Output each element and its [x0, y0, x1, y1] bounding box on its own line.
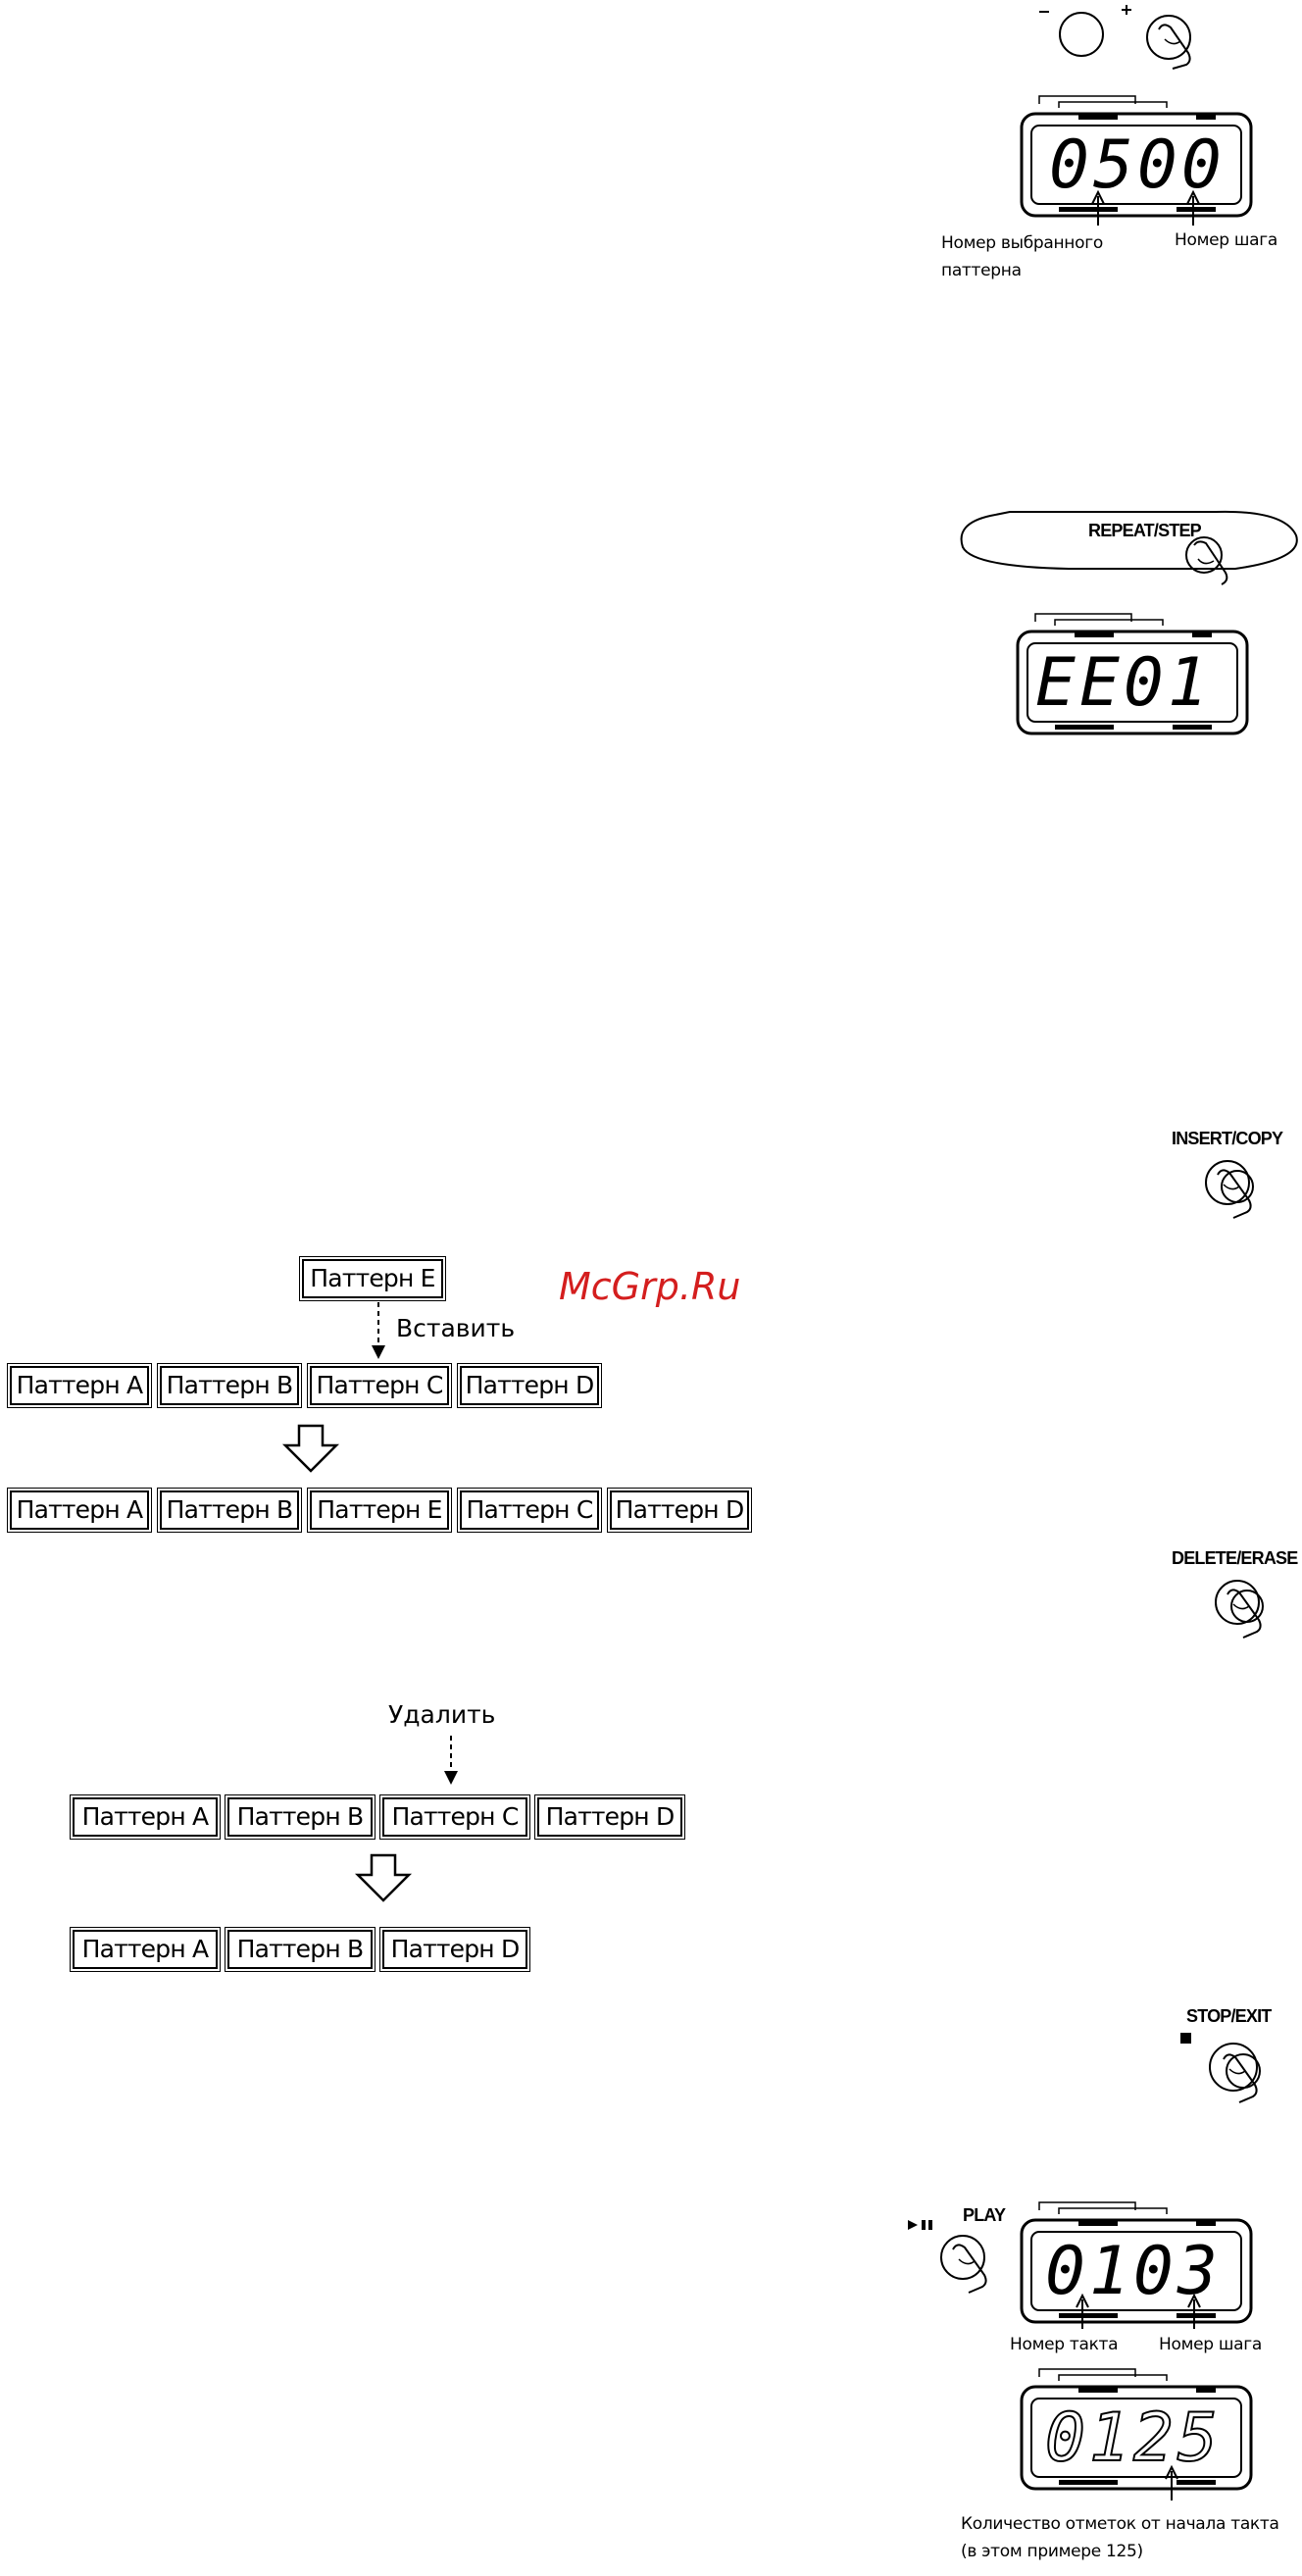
- pattern-box: Паттерн D: [379, 1927, 530, 1972]
- stop-exit-button[interactable]: [1194, 2028, 1302, 2116]
- insert-action-label: Вставить: [396, 1314, 516, 1342]
- pattern-box: Паттерн B: [225, 1794, 376, 1840]
- repeat-step-label: REPEAT/STEP: [1088, 521, 1202, 540]
- pattern-box: Паттерн B: [225, 1927, 376, 1972]
- lcd-display: [1020, 95, 1253, 218]
- play-pause-icon: [908, 2220, 932, 2230]
- repeat-step-button[interactable]: [951, 500, 1302, 588]
- pointer-arrows-icon: [1076, 2293, 1201, 2329]
- pattern-box-new: Паттерн E: [299, 1256, 446, 1301]
- pointer-arrow-icon: [1165, 2464, 1178, 2500]
- label-bar-number: Номер такта: [1010, 2335, 1119, 2354]
- insert-copy-button[interactable]: [1194, 1149, 1302, 1237]
- insert-arrow-icon: [372, 1302, 385, 1359]
- dial-minus-plus-icon[interactable]: [941, 0, 1255, 78]
- pattern-box: Паттерн A: [70, 1794, 221, 1840]
- label-step-number: Номер шага: [1175, 230, 1277, 250]
- pattern-box: Паттерн C: [307, 1363, 452, 1408]
- label-ticks-from-bar-start: Количество отметок от начала такта (в эт…: [961, 2514, 1279, 2561]
- lcd-digits: 0103: [1045, 2233, 1222, 2310]
- pattern-box: Паттерн C: [379, 1794, 530, 1840]
- lcd-digits: 0500: [1049, 126, 1226, 204]
- pattern-box: Паттерн D: [457, 1363, 602, 1408]
- pattern-box: Паттерн C: [457, 1488, 602, 1533]
- pattern-box: Паттерн A: [7, 1488, 152, 1533]
- delete-arrow-icon: [444, 1736, 458, 1785]
- stop-exit-label: STOP/EXIT: [1186, 2006, 1272, 2026]
- lcd-display: [1020, 2368, 1253, 2491]
- pattern-box: Паттерн B: [157, 1488, 302, 1533]
- pattern-box: Паттерн A: [7, 1363, 152, 1408]
- play-button[interactable]: [929, 2228, 1018, 2306]
- pattern-box: Паттерн E: [307, 1488, 452, 1533]
- pointer-arrows-icon: [1091, 189, 1200, 226]
- down-arrow-icon: [281, 1424, 340, 1473]
- pattern-box: Паттерн D: [607, 1488, 752, 1533]
- delete-action-label: Удалить: [388, 1700, 496, 1729]
- stop-square-icon: [1180, 2033, 1191, 2044]
- label-step-number: Номер шага: [1159, 2335, 1262, 2354]
- insert-copy-label: INSERT/COPY: [1172, 1129, 1283, 1148]
- lcd-display: [1016, 613, 1249, 735]
- pattern-box: Паттерн A: [70, 1927, 221, 1972]
- down-arrow-icon: [354, 1853, 413, 1902]
- lcd-digits: 0125: [1044, 2399, 1222, 2477]
- label-selected-pattern: Номер выбранного паттерна: [941, 233, 1103, 280]
- figure-dial-display: 0500 Номер выбранного паттерна Номер шаг…: [941, 0, 1294, 294]
- play-label: PLAY: [963, 2205, 1006, 2225]
- delete-erase-label: DELETE/ERASE: [1172, 1548, 1298, 1568]
- pattern-box: Паттерн B: [157, 1363, 302, 1408]
- lcd-display: [1020, 2201, 1253, 2324]
- watermark: McGrp.Ru: [559, 1265, 741, 1308]
- lcd-digits: EE01: [1035, 644, 1212, 722]
- delete-erase-button[interactable]: [1204, 1569, 1302, 1657]
- pattern-box: Паттерн D: [534, 1794, 685, 1840]
- figure-repeat-step: REPEAT/STEP EE01: [951, 490, 1302, 755]
